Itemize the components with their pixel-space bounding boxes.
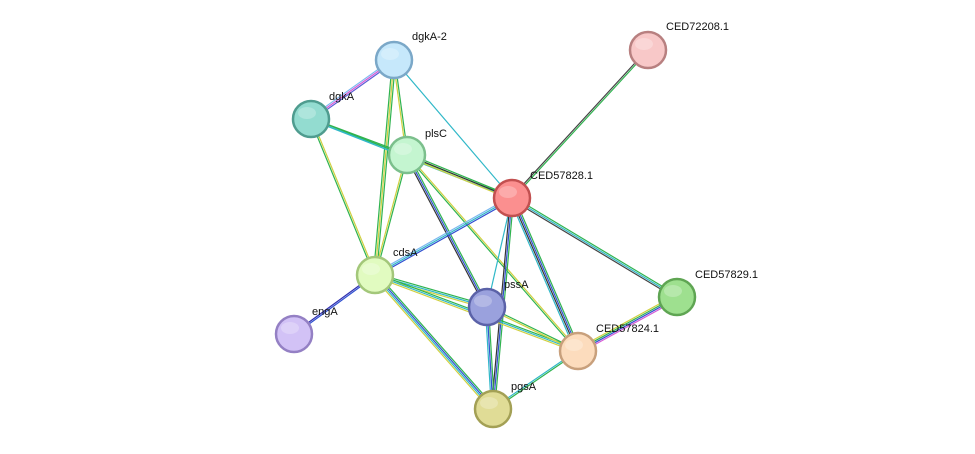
edge-line <box>405 155 487 309</box>
edge-line <box>372 276 492 411</box>
edge-plsC-cdsA <box>373 154 409 276</box>
node-highlight <box>565 339 583 351</box>
edge-dgkA-cdsA <box>309 118 377 276</box>
node-CED57829.1[interactable]: CED57829.1 <box>657 269 758 317</box>
node-highlight <box>394 143 412 155</box>
edge-line <box>511 197 678 298</box>
edge-cdsA-pgsA <box>372 273 496 411</box>
edge-line <box>375 272 488 307</box>
node-highlight <box>362 263 380 275</box>
node-label: CED72208.1 <box>666 21 729 33</box>
node-circle[interactable] <box>657 277 697 317</box>
node-pssA[interactable]: pssA <box>467 279 529 327</box>
edge-line <box>509 198 577 353</box>
edge-line <box>510 198 677 299</box>
node-CED72208.1[interactable]: CED72208.1 <box>628 21 729 70</box>
node-highlight <box>298 107 316 119</box>
edge-line <box>393 59 513 199</box>
node-highlight <box>480 397 498 409</box>
edge-line <box>513 196 581 351</box>
edge-line <box>375 274 495 409</box>
edge-line <box>407 154 580 351</box>
node-dgkA-2[interactable]: dgkA-2 <box>374 31 447 80</box>
edge-line <box>407 153 489 307</box>
node-circle[interactable] <box>374 40 414 80</box>
edge-line <box>512 197 580 351</box>
edges-layer <box>293 49 679 411</box>
node-circle[interactable] <box>558 331 598 371</box>
edge-line <box>373 196 512 275</box>
edge-line <box>510 198 578 352</box>
node-dgkA[interactable]: dgkA <box>291 91 355 139</box>
node-label: dgkA-2 <box>412 31 447 43</box>
node-label: engA <box>312 306 338 318</box>
edge-line <box>375 198 514 277</box>
edge-CED57828.1-cdsA <box>373 196 514 277</box>
node-circle[interactable] <box>291 99 331 139</box>
node-label: pgsA <box>511 381 537 393</box>
node-CED57824.1[interactable]: CED57824.1 <box>558 323 659 371</box>
node-CED57828.1[interactable]: CED57828.1 <box>492 170 593 218</box>
edge-CED72208.1-CED57828.1 <box>510 49 650 199</box>
edge-line <box>374 197 513 276</box>
node-highlight <box>635 38 653 50</box>
node-circle[interactable] <box>387 135 427 175</box>
edge-line <box>376 273 496 408</box>
edge-plsC-CED57824.1 <box>405 154 580 352</box>
edge-line <box>309 119 375 276</box>
node-label: CED57829.1 <box>695 269 758 281</box>
node-circle[interactable] <box>473 389 513 429</box>
node-circle[interactable] <box>492 178 532 218</box>
edge-plsC-pssA <box>405 153 489 309</box>
node-highlight <box>499 186 517 198</box>
node-label: CED57824.1 <box>596 323 659 335</box>
node-pgsA[interactable]: pgsA <box>473 381 537 429</box>
node-label: CED57828.1 <box>530 170 593 182</box>
edge-line <box>405 155 578 352</box>
node-label: plsC <box>425 128 447 140</box>
edge-line <box>375 60 397 276</box>
node-highlight <box>281 322 299 334</box>
edge-dgkA-2-CED57828.1 <box>393 59 513 199</box>
node-label: cdsA <box>393 247 418 259</box>
edge-line <box>373 154 407 275</box>
edge-dgkA-2-cdsA <box>372 59 397 276</box>
edge-line <box>406 154 488 308</box>
edge-line <box>512 50 650 199</box>
node-highlight <box>381 48 399 60</box>
edge-line <box>372 59 394 275</box>
node-engA[interactable]: engA <box>274 306 338 354</box>
node-circle[interactable] <box>628 30 668 70</box>
node-circle[interactable] <box>355 255 395 295</box>
node-label: pssA <box>504 279 529 291</box>
edge-line <box>510 49 648 198</box>
node-plsC[interactable]: plsC <box>387 128 447 175</box>
node-circle[interactable] <box>467 287 507 327</box>
edge-line <box>311 118 377 275</box>
node-cdsA[interactable]: cdsA <box>355 247 418 295</box>
node-highlight <box>664 285 682 297</box>
node-highlight <box>474 295 492 307</box>
edge-CED57828.1-CED57829.1 <box>510 196 679 299</box>
edge-line <box>374 59 395 276</box>
edge-CED57828.1-CED57824.1 <box>509 196 581 353</box>
edge-line <box>512 196 679 297</box>
edge-line <box>375 155 409 276</box>
edge-line <box>373 275 493 410</box>
node-circle[interactable] <box>274 314 314 354</box>
node-label: dgkA <box>329 91 355 103</box>
